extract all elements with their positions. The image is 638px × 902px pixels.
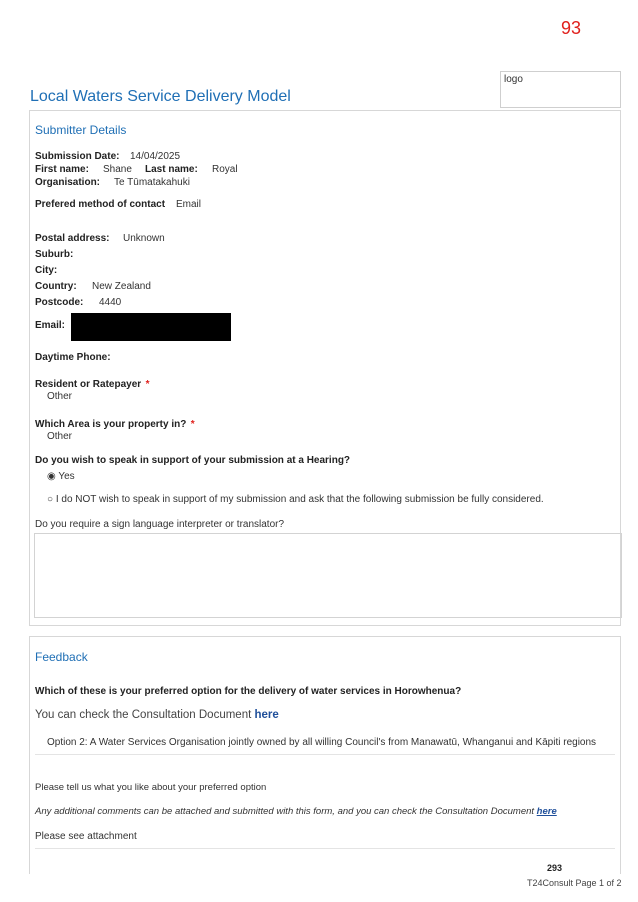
organisation-value: Te Tūmatakahuki (114, 177, 190, 188)
submission-date-value: 14/04/2025 (130, 151, 181, 162)
email-redaction (71, 313, 231, 341)
hearing-question: Do you wish to speak in support of your … (35, 455, 351, 466)
resident-label: Resident or Ratepayer (35, 379, 142, 390)
radio-selected-icon[interactable]: ◉ (47, 471, 56, 482)
country-value: New Zealand (92, 281, 151, 292)
divider (35, 754, 615, 755)
postcode-label: Postcode: (35, 297, 84, 308)
area-label: Which Area is your property in? (35, 419, 187, 430)
submitter-heading: Submitter Details (35, 123, 127, 137)
last-name-label: Last name: (145, 164, 198, 175)
selected-option: Option 2: A Water Services Organisation … (47, 737, 597, 748)
contact-method-label: Prefered method of contact (35, 199, 166, 210)
preferred-option-question: Which of these is your preferred option … (35, 686, 462, 697)
city-label: City: (35, 265, 58, 276)
country-label: Country: (35, 281, 77, 292)
hearing-yes-label: Yes (58, 471, 75, 482)
email-label: Email: (35, 320, 66, 331)
like-question: Please tell us what you like about your … (35, 782, 267, 793)
daytime-phone-label: Daytime Phone: (35, 352, 111, 363)
additional-comments-line: Any additional comments can be attached … (35, 806, 557, 817)
hearing-no-option[interactable]: ○ I do NOT wish to speak in support of m… (47, 494, 544, 505)
last-name-value: Royal (212, 164, 238, 175)
contact-method-value: Email (176, 199, 202, 210)
required-asterisk: * (145, 379, 150, 390)
divider (35, 848, 615, 849)
feedback-answer: Please see attachment (35, 831, 137, 842)
postal-address-label: Postal address: (35, 233, 110, 244)
footer-number: 293 (547, 863, 563, 873)
suburb-label: Suburb: (35, 249, 74, 260)
radio-unselected-icon[interactable]: ○ (47, 494, 54, 505)
interpreter-question: Do you require a sign language interpret… (35, 519, 285, 530)
page-number: 93 (561, 18, 582, 38)
organisation-label: Organisation: (35, 177, 101, 188)
additional-comments-text: Any additional comments can be attached … (35, 806, 535, 817)
hearing-no-label: I do NOT wish to speak in support of my … (55, 494, 544, 505)
feedback-panel (29, 636, 621, 874)
interpreter-textarea[interactable] (34, 533, 622, 618)
consultation-text: You can check the Consultation Document (35, 709, 252, 721)
consultation-link[interactable]: here (254, 709, 279, 721)
postcode-value: 4440 (99, 297, 122, 308)
resident-question: Resident or Ratepayer * (35, 374, 150, 392)
first-name-label: First name: (35, 164, 89, 175)
first-name-value: Shane (103, 164, 132, 175)
hearing-yes-option[interactable]: ◉ Yes (47, 471, 75, 482)
area-value: Other (47, 431, 73, 442)
consultation-line: You can check the Consultation Document … (35, 709, 279, 721)
logo-placeholder: logo (500, 71, 621, 108)
area-question: Which Area is your property in? * (35, 414, 195, 432)
submission-date-label: Submission Date: (35, 151, 120, 162)
footer-text: T24Consult Page 1 of 2 (527, 878, 622, 888)
additional-comments-link[interactable]: here (536, 806, 557, 817)
required-asterisk: * (190, 419, 195, 430)
resident-value: Other (47, 391, 73, 402)
submitter-panel (29, 110, 621, 626)
postal-address-value: Unknown (123, 233, 165, 244)
page-title: Local Waters Service Delivery Model (30, 88, 291, 105)
feedback-heading: Feedback (35, 650, 88, 664)
